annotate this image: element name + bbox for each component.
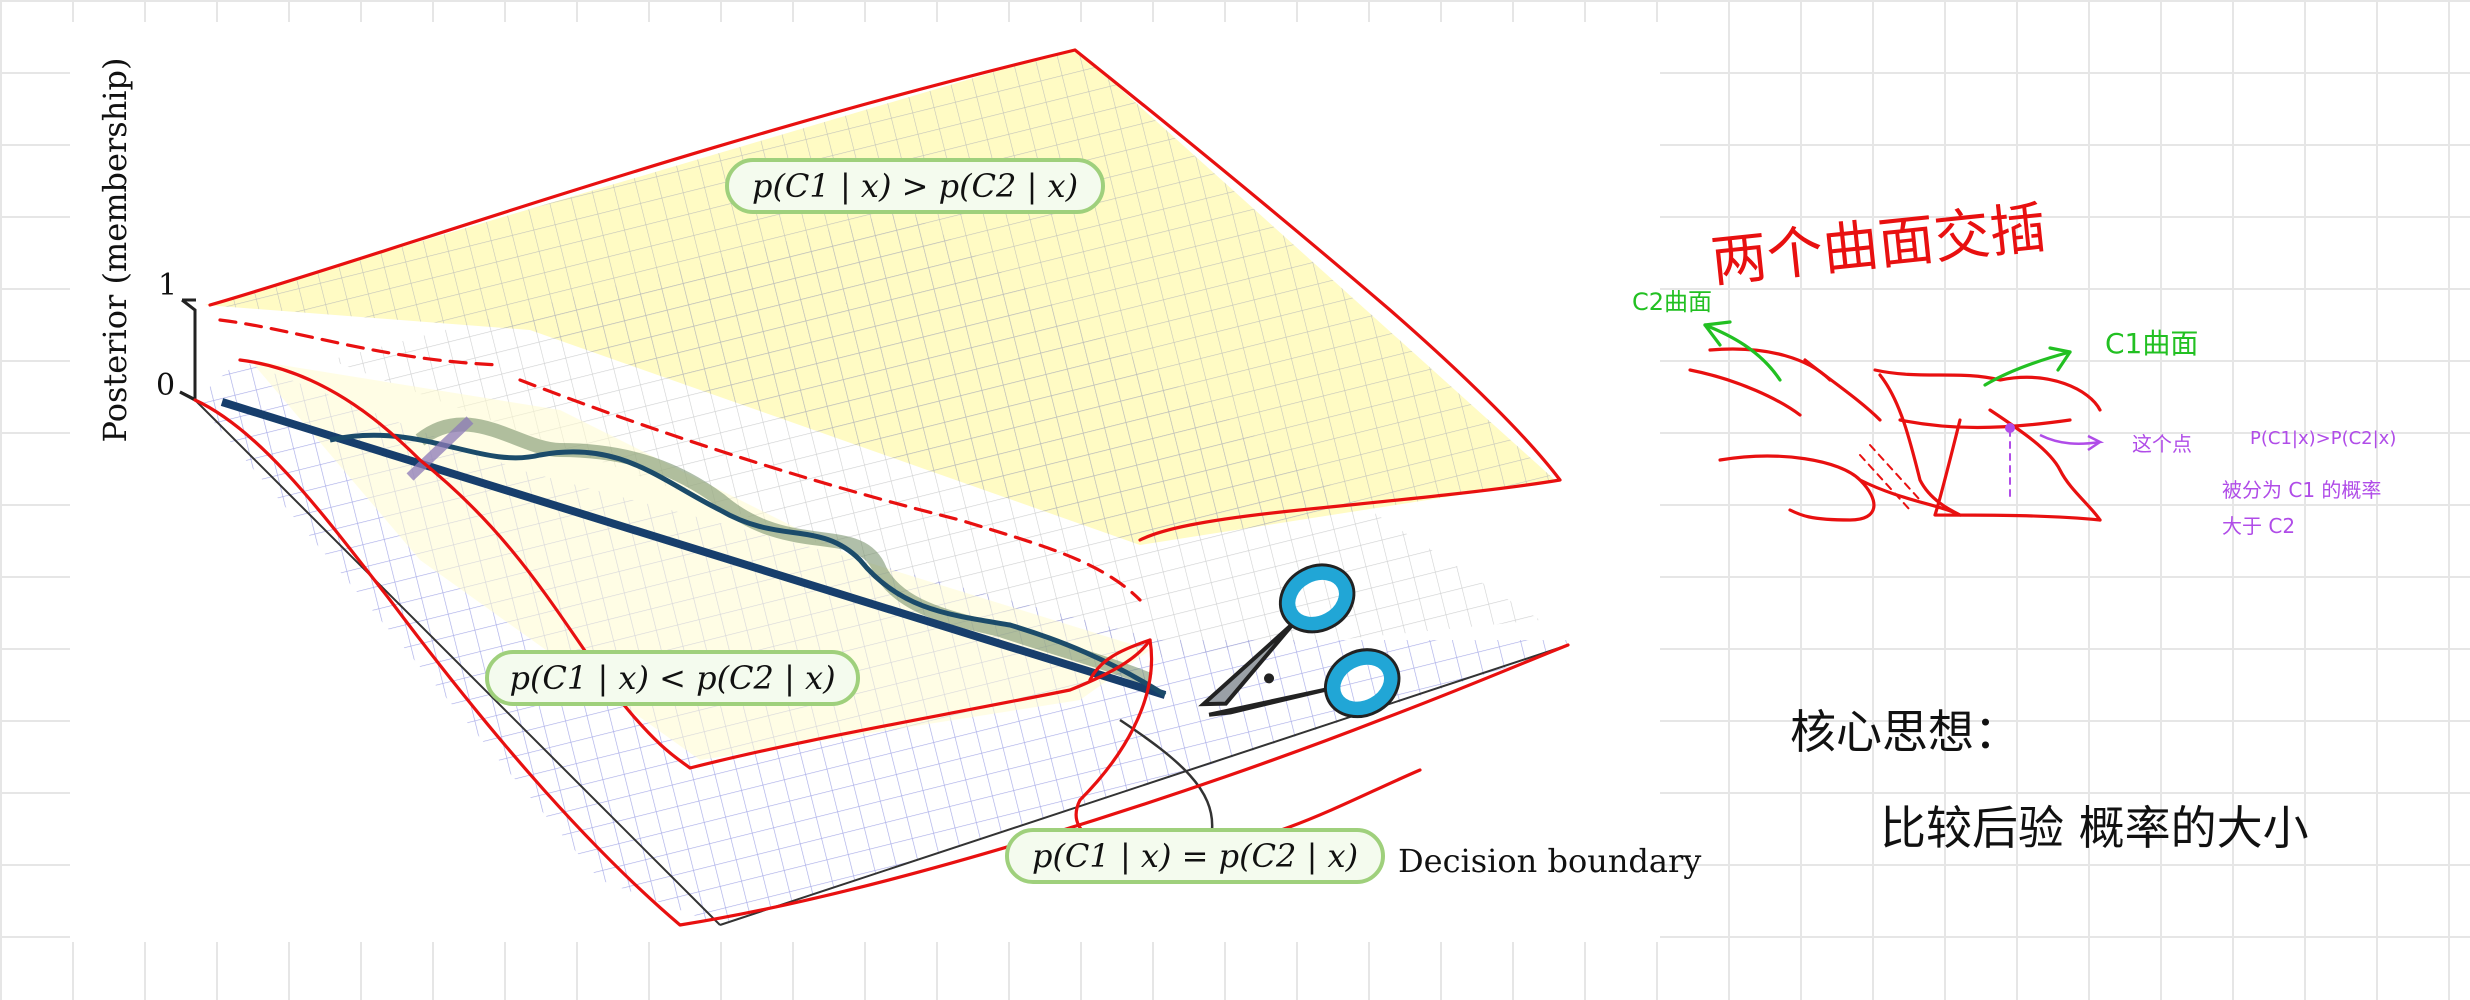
floor-front-edge [194,399,721,926]
purple-marker [406,416,474,481]
y-tick-label-0: 0 [156,368,176,403]
y-axis [179,298,197,403]
c1-surface-label: C1曲面 [2105,327,2199,360]
y-tick-0 [179,390,197,402]
decision-boundary-line [220,398,1167,699]
leader-line [1119,718,1214,831]
mid-yellow-band [250,360,1150,760]
plane-grid [330,210,1540,660]
label-less-text: p(C1 | x) < p(C2 | x) [509,659,836,697]
green-arrows [1703,320,2072,387]
core-idea-label: 核心思想： [1790,705,2020,759]
label-greater-text: p(C1 | x) > p(C2 | x) [751,167,1079,205]
y-axis-label: Posterior (membership) [96,57,134,443]
meaning-line-1: 被分为 C1 的概率 [2222,478,2382,502]
point-arrow [2039,433,2105,452]
label-equal-pill: p(C1 | x) = p(C2 | x) [1005,828,1385,884]
red-annotations [193,48,1570,927]
c2-surface-label: C2曲面 [1632,288,1713,316]
floor-right-edge [719,644,1569,926]
label-less-pill: p(C1 | x) < p(C2 | x) [485,650,860,706]
compare-label: 比较后验 概率的大小 [1880,801,2309,855]
inequality-label: P(C1|x)>P(C2|x) [2250,428,2397,449]
decision-boundary-curve [329,432,1167,698]
label-equal-text: p(C1 | x) = p(C2 | x) [1031,837,1359,875]
meaning-line-2: 大于 C2 [2222,514,2296,538]
decision-boundary-label: Decision boundary [1398,842,1702,880]
point-marker [2005,423,2015,433]
y-tick-label-1: 1 [158,268,178,303]
label-greater-pill: p(C1 | x) > p(C2 | x) [725,158,1105,214]
scissors-icon [1198,563,1401,719]
point-label: 这个点 [2132,432,2192,456]
intersection-sketch [1688,347,2102,522]
